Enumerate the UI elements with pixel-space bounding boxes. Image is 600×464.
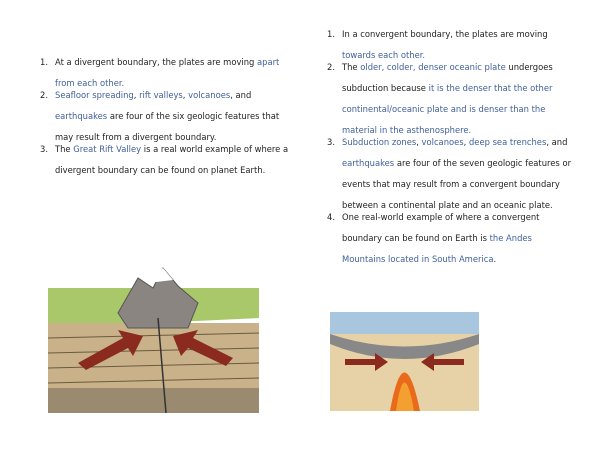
highlighted-answer: older, colder, denser oceanic plate	[360, 62, 506, 72]
text-segment: undergoes subduction because	[342, 62, 553, 93]
text-segment: ,	[416, 137, 422, 147]
list-item: 2. Seafloor spreading, rift valleys, volc…	[40, 85, 290, 148]
list-item: 3. The Great Rift Valley is a real world…	[40, 139, 290, 181]
highlighted-answer: deep sea trenches	[468, 137, 547, 147]
convergent-boundary-list: 1. In a convergent boundary, the plates a…	[327, 24, 577, 270]
highlighted-answer: Subduction zones	[342, 137, 417, 147]
highlighted-answer: rift valleys	[139, 90, 183, 100]
highlighted-answer: the Andes Mountains located in South Ame…	[342, 233, 532, 264]
text-segment: In a convergent boundary, the plates are…	[342, 29, 548, 39]
highlighted-answer: Seafloor spreading	[55, 90, 134, 100]
text-segment: , and	[230, 90, 252, 100]
divergent-boundary-diagram	[48, 258, 259, 413]
text-segment: is a real world example of where a diver…	[55, 144, 289, 175]
list-number: 3.	[327, 137, 335, 147]
highlighted-answer: Great Rift Valley	[73, 144, 142, 154]
highlighted-answer: volcanoes	[188, 90, 231, 100]
text-segment: are four of the six geologic features th…	[55, 111, 280, 142]
text-segment: ,	[463, 137, 469, 147]
highlighted-answer: towards each other.	[342, 50, 426, 60]
text-segment: ,	[133, 90, 140, 100]
list-number: 2.	[40, 90, 48, 100]
list-number: 4.	[327, 212, 335, 222]
divergent-boundary-list: 1. At a divergent boundary, the plates ar…	[40, 52, 290, 181]
list-item: 1. At a divergent boundary, the plates ar…	[40, 52, 290, 94]
text-segment: At a divergent boundary, the plates are …	[55, 57, 258, 67]
highlighted-answer: volcanoes	[421, 137, 464, 147]
text-segment: , and	[546, 137, 568, 147]
highlighted-answer: it is the denser that the other continen…	[342, 83, 553, 135]
list-item: 4. One real-world example of where a conv…	[327, 207, 577, 270]
list-number: 2.	[327, 62, 335, 72]
highlighted-answer: earthquakes	[55, 111, 108, 121]
text-segment: One real-world example of where a conver…	[342, 212, 540, 243]
list-number: 1.	[40, 57, 48, 67]
text-segment: .	[493, 254, 497, 264]
list-item: 1. In a convergent boundary, the plates a…	[327, 24, 577, 66]
highlighted-answer: apart from each other.	[55, 57, 280, 88]
convergent-boundary-diagram	[330, 304, 479, 411]
list-item: 3. Subduction zones, volcanoes, deep sea …	[327, 132, 577, 216]
text-segment: are four of the seven geologic features …	[342, 158, 572, 210]
text-segment: ,	[182, 90, 189, 100]
list-number: 1.	[327, 29, 335, 39]
list-item: 2. The older, colder, denser oceanic plat…	[327, 57, 577, 141]
list-number: 3.	[40, 144, 48, 154]
text-segment: The	[342, 62, 361, 72]
highlighted-answer: earthquakes	[342, 158, 395, 168]
text-segment: The	[55, 144, 74, 154]
